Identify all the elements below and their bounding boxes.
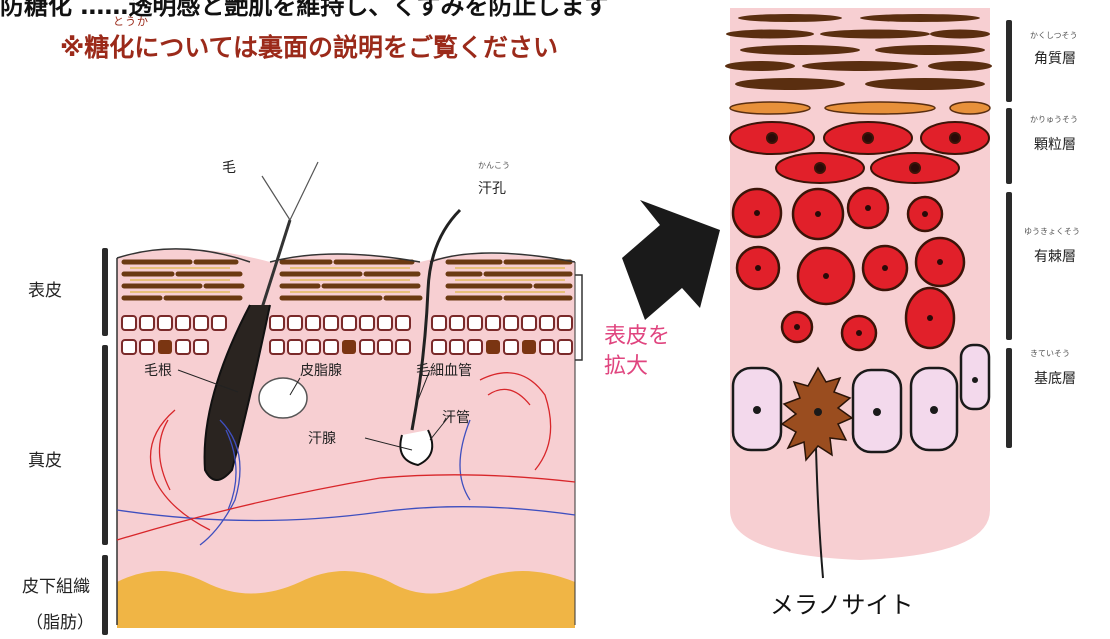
label-sebaceous-gland: 皮脂腺 bbox=[300, 360, 342, 380]
label-subcutis-2: （脂肪） bbox=[26, 608, 94, 633]
label-dermis: 真皮 bbox=[28, 446, 62, 471]
right-label-spinosum: 有棘層 bbox=[1034, 246, 1076, 266]
enlarge-line-1: 表皮を bbox=[604, 322, 674, 352]
right-skin-diagram bbox=[725, 8, 1012, 578]
right-label-basale: 基底層 bbox=[1034, 368, 1076, 388]
enlarge-caption: 表皮を 拡大 bbox=[604, 322, 674, 382]
label-capillary: 毛細血管 bbox=[416, 360, 472, 380]
fat-layer bbox=[117, 571, 575, 628]
right-label-granulosum: 顆粒層 bbox=[1034, 134, 1076, 154]
hair-strand bbox=[262, 162, 318, 220]
label-epidermis: 表皮 bbox=[28, 276, 62, 301]
enlarge-arrow-icon bbox=[622, 200, 720, 320]
label-sweat-duct: 汗管 bbox=[442, 407, 470, 427]
melanocyte-nucleus bbox=[814, 408, 822, 416]
label-hair: 毛 bbox=[222, 157, 236, 177]
right-label-corneum: 角質層 bbox=[1034, 48, 1076, 68]
right-ruby-basale: きていそう bbox=[1030, 348, 1070, 359]
right-layer-bars bbox=[1006, 20, 1012, 448]
right-ruby-corneum: かくしつそう bbox=[1030, 30, 1078, 41]
right-ruby-granulosum: かりゅうそう bbox=[1030, 114, 1078, 125]
sebaceous-gland bbox=[259, 378, 307, 418]
layer-bars bbox=[102, 248, 108, 635]
left-skin-diagram bbox=[102, 162, 582, 635]
dermis-area bbox=[117, 249, 575, 625]
label-sweat-gland: 汗腺 bbox=[308, 428, 336, 448]
melanocyte-label: メラノサイト bbox=[770, 585, 914, 620]
label-subcutis-1: 皮下組織 bbox=[22, 572, 90, 597]
epidermis-bracket bbox=[575, 275, 582, 360]
right-ruby-spinosum: ゆうきょくそう bbox=[1024, 226, 1080, 237]
label-pore-ruby: かんこう bbox=[478, 160, 510, 171]
label-pore: 汗孔 bbox=[478, 178, 506, 198]
sweat-gland-coil bbox=[400, 430, 432, 465]
label-hair-root: 毛根 bbox=[144, 360, 172, 380]
enlarge-line-2: 拡大 bbox=[604, 352, 674, 382]
